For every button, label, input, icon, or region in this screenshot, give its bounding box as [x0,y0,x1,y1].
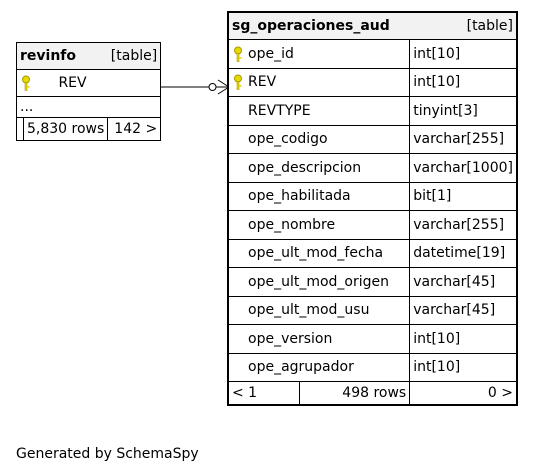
table-row[interactable]: ope_codigo varchar[255] [227,124,518,154]
column-name: REV [58,75,87,91]
column-name: REV [248,74,277,91]
generated-by-label: Generated by SchemaSpy [16,446,199,462]
column-type: int[10] [413,45,461,62]
table-revinfo[interactable]: revinfo [table] REV ... 5,830 rows 142 > [15,42,162,141]
column-type: varchar[45] [413,302,496,319]
children-link[interactable]: 0 > [487,385,513,401]
column-name: REVTYPE [248,102,311,119]
column-name: ope_descripcion [248,159,362,176]
column-name: ope_ult_mod_origen [248,273,389,290]
column-name: ope_version [248,330,333,347]
table-footer: 5,830 rows 142 > [16,117,162,141]
column-name: ope_id [248,45,294,62]
column-name: ope_ult_mod_fecha [248,245,384,262]
table-row[interactable]: ope_ult_mod_fecha datetime[19] [227,238,518,268]
key-icon [232,74,244,91]
table-kind: [table] [110,48,158,64]
column-type: varchar[255] [413,216,505,233]
column-name: ope_ult_mod_usu [248,302,370,319]
column-name: ope_nombre [248,216,336,233]
key-icon [232,46,244,62]
table-row[interactable]: ope_ult_mod_usu varchar[45] [227,295,518,325]
row-count: 498 rows [342,385,407,401]
table-row[interactable]: ope_ult_mod_origen varchar[45] [227,267,518,297]
table-kind: [table] [466,18,513,34]
column-type: datetime[19] [413,245,506,262]
parents-cell [16,117,24,141]
column-type: varchar[45] [413,273,496,290]
table-row[interactable]: ope_nombre varchar[255] [227,210,518,240]
row-count: 5,830 rows [27,121,105,137]
column-name: ope_habilitada [248,188,351,205]
column-name: ope_agrupador [248,359,354,376]
column-type: varchar[1000] [413,159,513,176]
table-name: revinfo [20,48,76,64]
column-type: int[10] [413,330,461,347]
table-sg-operaciones-aud[interactable]: sg_operaciones_aud [table] ope_id int[10]… [227,11,518,406]
table-name: sg_operaciones_aud [232,18,390,34]
table-row: ... [15,96,162,118]
table-header: revinfo [table] [15,42,162,70]
table-row[interactable]: REVTYPE tinyint[3] [227,96,518,126]
table-row[interactable]: ope_id int[10] [227,39,518,69]
column-type: bit[1] [413,188,452,205]
table-row[interactable]: ope_habilitada bit[1] [227,181,518,211]
table-row[interactable]: ope_agrupador int[10] [227,352,518,382]
children-link[interactable]: 142 > [114,121,158,137]
table-header: sg_operaciones_aud [table] [227,11,518,40]
column-type: varchar[255] [413,131,505,148]
table-footer: < 1 498 rows 0 > [227,381,518,406]
table-row[interactable]: ope_version int[10] [227,324,518,354]
table-row[interactable]: ope_descripcion varchar[1000] [227,153,518,183]
table-row[interactable]: REV int[10] [227,67,518,97]
column-name: ope_codigo [248,131,328,148]
column-type: tinyint[3] [413,102,478,119]
table-row[interactable]: REV [15,69,162,97]
column-type: int[10] [413,359,461,376]
parents-link[interactable]: < 1 [232,385,258,401]
key-icon [20,75,32,91]
more-columns: ... [20,99,34,115]
column-type: int[10] [413,74,461,91]
